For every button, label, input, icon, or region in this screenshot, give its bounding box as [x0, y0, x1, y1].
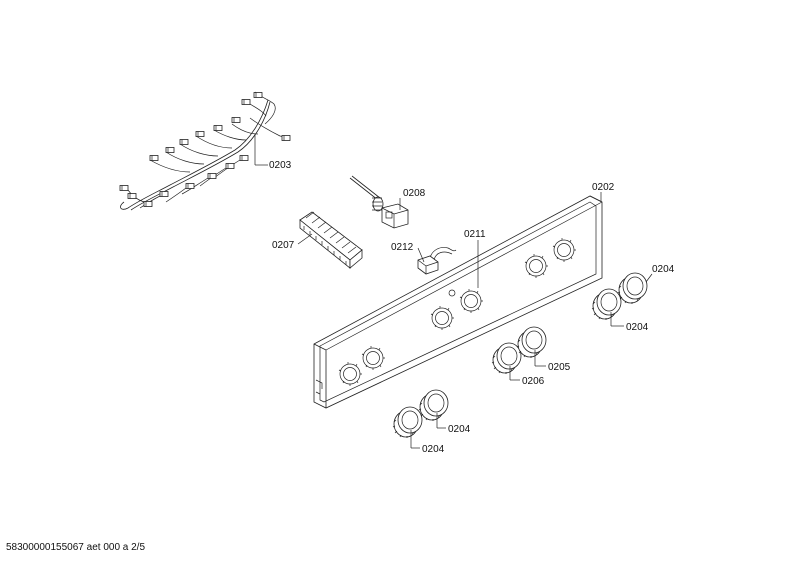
- label-0206: 0206: [522, 376, 545, 387]
- label-0204-front-right: 0204: [626, 322, 649, 333]
- knob-0206: [491, 342, 522, 375]
- label-0204-back-left: 0204: [448, 424, 471, 435]
- label-0207: 0207: [272, 240, 295, 251]
- knob-0204-back-right: [617, 272, 648, 305]
- document-footer: 58300000155067 aet 000 a 2/5: [6, 542, 146, 553]
- knob-0204-front-left: [392, 406, 423, 439]
- label-0204-front-left: 0204: [422, 444, 445, 455]
- label-0202: 0202: [592, 182, 615, 193]
- label-0211: 0211: [464, 229, 486, 240]
- wiring-harness-0203: [119, 91, 291, 211]
- knob-0205: [516, 326, 547, 359]
- control-panel-0202: [313, 195, 603, 409]
- thermostat-0208: [349, 175, 409, 229]
- label-0204-back-right: 0204: [652, 264, 675, 275]
- leader-lines: [254, 134, 653, 449]
- label-0205: 0205: [548, 362, 571, 373]
- knob-0204-front-right: [591, 288, 622, 321]
- terminal-block-0207: [299, 211, 363, 269]
- knob-0204-back-left: [418, 389, 449, 422]
- label-0203: 0203: [269, 160, 292, 171]
- label-0212: 0212: [391, 242, 414, 253]
- label-0208: 0208: [403, 188, 426, 199]
